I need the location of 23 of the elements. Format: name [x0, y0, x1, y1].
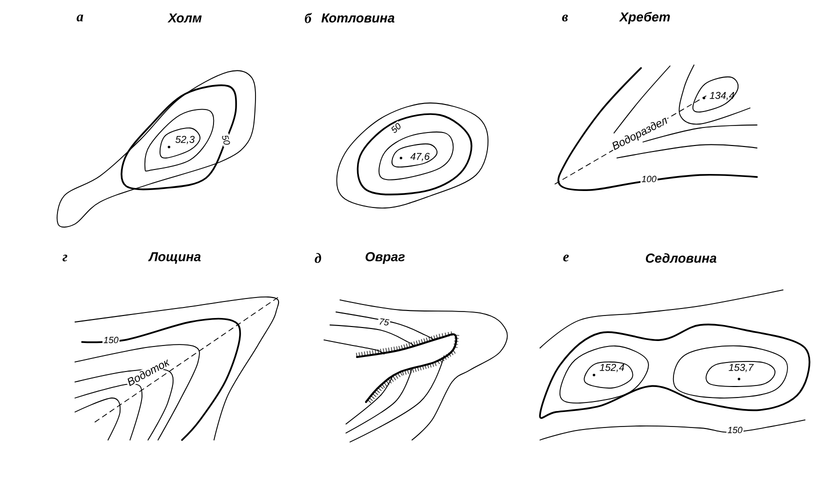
- contour-label: 75: [377, 317, 391, 327]
- panel-title: Котловина: [321, 13, 394, 23]
- contour-label: 50: [388, 120, 404, 136]
- panel-letter: г: [62, 254, 68, 262]
- panel-title: Овраг: [366, 252, 405, 264]
- panel-title: Седловина: [646, 253, 716, 263]
- panel-letter: а: [76, 14, 84, 22]
- panel-letter: д: [314, 253, 322, 263]
- panel-title: Холм: [168, 13, 202, 23]
- contour-label: 50: [220, 133, 232, 147]
- spot-height: 52,3: [176, 136, 195, 144]
- spot-height: 47,6: [410, 152, 430, 162]
- panel-letter: в: [562, 14, 568, 22]
- contour-label: 100: [640, 174, 658, 184]
- panel-letter: е: [563, 254, 569, 262]
- contour-label: 150: [102, 336, 120, 344]
- panel-title: Лощина: [148, 252, 201, 264]
- panel-letter: б: [304, 12, 312, 24]
- spot-height: 153,7: [728, 364, 754, 372]
- spot-height: 134,4: [710, 92, 734, 100]
- panel-title: Хребет: [618, 12, 670, 24]
- spot-height: 152,4: [600, 364, 624, 372]
- contour-label: 150: [726, 426, 744, 434]
